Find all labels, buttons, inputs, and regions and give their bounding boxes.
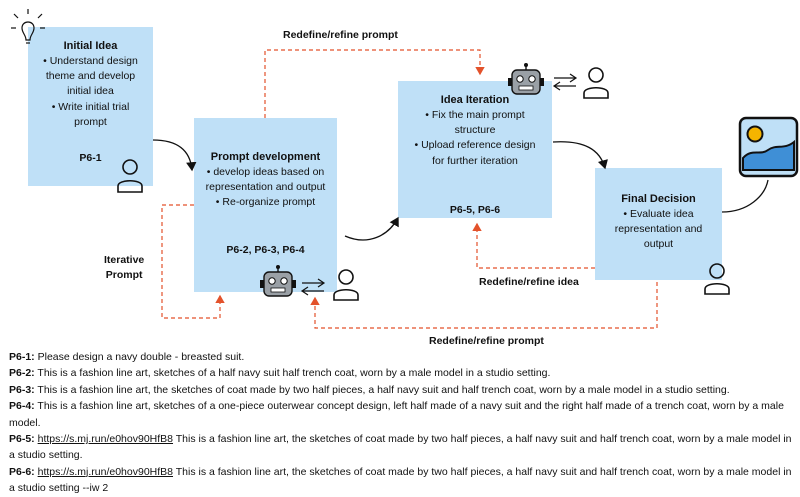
final-decision-bullet: Evaluate idea representation and output xyxy=(609,207,708,253)
note-key: P6-6: xyxy=(9,465,35,478)
lightbulb-icon xyxy=(11,9,45,44)
reference-link[interactable]: https://s.mj.run/e0hov90HfB8 xyxy=(37,465,174,478)
initial-idea-title: Initial Idea xyxy=(63,40,118,52)
initial-idea-box: Initial Idea Understand design theme and… xyxy=(28,27,153,186)
refine-top-arrow xyxy=(264,49,485,118)
note-key: P6-3: xyxy=(9,383,35,396)
note-text: This is a fashion line art, sketches of … xyxy=(34,367,551,380)
iterative-label-line: Iterative xyxy=(104,254,145,266)
image-icon xyxy=(738,116,799,178)
final-decision-box: Final Decision Evaluate idea representat… xyxy=(595,168,722,280)
person-icon xyxy=(117,159,143,193)
swap-arrows-icon xyxy=(552,73,578,91)
prompt-development-box: Prompt development develop ideas based o… xyxy=(194,118,337,292)
prompt-development-bullet: Re-organize prompt xyxy=(204,195,327,210)
idea-iteration-bullets: Fix the main prompt structure Upload ref… xyxy=(398,108,552,169)
prompt-label-line: Prompt xyxy=(105,269,143,281)
flow-arrow-dev-to-iteration xyxy=(344,216,399,241)
prompt-development-title: Prompt development xyxy=(210,151,321,163)
robot-icon xyxy=(260,265,296,297)
idea-iteration-code: P6-5, P6-6 xyxy=(449,204,501,216)
prompt-notes: P6-1: Please design a navy double - brea… xyxy=(9,349,793,497)
note-key: P6-4: xyxy=(9,400,35,413)
note-key: P6-2: xyxy=(9,367,35,380)
note-key: P6-1: xyxy=(9,351,35,363)
refine-idea-arrow xyxy=(472,222,595,269)
note-text: Please design a navy double - breasted s… xyxy=(34,351,245,363)
iterative-prompt-arrow xyxy=(161,204,225,319)
person-icon xyxy=(333,269,359,301)
diagram-connectors xyxy=(11,9,799,329)
idea-iteration-box: Idea Iteration Fix the main prompt struc… xyxy=(398,81,552,218)
prompt-development-code: P6-2, P6-3, P6-4 xyxy=(226,244,305,256)
note-line: P6-2: This is a fashion line art, sketch… xyxy=(9,365,793,381)
initial-idea-code: P6-1 xyxy=(79,152,102,164)
iterative-prompt-label: Iterative Prompt xyxy=(104,253,144,283)
flow-arrow-initial-to-dev xyxy=(152,139,197,172)
note-line: P6-3: This is a fashion line art, the sk… xyxy=(9,382,793,398)
final-decision-bullets: Evaluate idea representation and output xyxy=(595,207,722,253)
initial-idea-bullets: Understand design theme and develop init… xyxy=(28,54,153,130)
flow-arrow-final-to-output xyxy=(721,179,769,213)
note-key: P6-5: xyxy=(9,433,35,446)
note-text: This is a fashion line art, the sketches… xyxy=(34,383,730,396)
refine-top-label: Redefine/refine prompt xyxy=(283,29,398,41)
refine-idea-label: Redefine/refine idea xyxy=(479,276,579,288)
refine-bottom-arrow xyxy=(310,282,658,329)
note-line: P6-6: https://s.mj.run/e0hov90HfB8 This … xyxy=(9,464,793,497)
robot-icon xyxy=(508,63,544,95)
flow-arrow-iteration-to-final xyxy=(552,141,608,170)
swap-arrows-icon xyxy=(300,278,326,296)
prompt-development-bullet: develop ideas based on representation an… xyxy=(204,165,327,195)
person-icon xyxy=(704,263,730,295)
note-line: P6-4: This is a fashion line art, sketch… xyxy=(9,398,793,431)
initial-idea-bullet: Write initial trial prompt xyxy=(36,100,145,130)
note-text: This is a fashion line art, sketches of … xyxy=(9,400,784,429)
note-line: P6-1: Please design a navy double - brea… xyxy=(9,349,793,365)
initial-idea-bullet: Understand design theme and develop init… xyxy=(36,54,145,100)
note-text: This is a fashion line art, the sketches… xyxy=(9,433,792,462)
final-decision-title: Final Decision xyxy=(621,193,696,205)
refine-bottom-label: Redefine/refine prompt xyxy=(429,335,544,347)
prompt-development-bullets: develop ideas based on representation an… xyxy=(194,165,337,211)
note-line: P6-5: https://s.mj.run/e0hov90HfB8 This … xyxy=(9,431,793,464)
idea-iteration-title: Idea Iteration xyxy=(440,94,510,106)
reference-link[interactable]: https://s.mj.run/e0hov90HfB8 xyxy=(37,433,174,446)
idea-iteration-bullet: Upload reference design for further iter… xyxy=(412,138,538,168)
person-icon xyxy=(583,67,609,99)
idea-iteration-bullet: Fix the main prompt structure xyxy=(412,108,538,138)
